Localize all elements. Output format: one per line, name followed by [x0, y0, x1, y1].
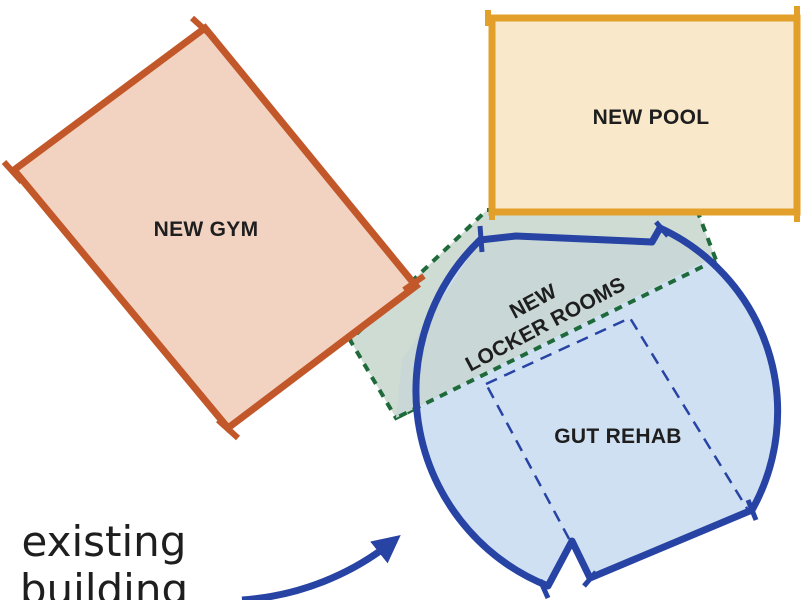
gym-zone: [1, 15, 426, 441]
pool-label: NEW POOL: [593, 106, 710, 129]
gym-label: NEW GYM: [154, 218, 259, 241]
annotation-line2: building: [20, 565, 188, 600]
locker-overlap-fill: [396, 228, 712, 418]
gut-rehab-zone: [484, 316, 750, 580]
pool-shape: [488, 14, 801, 216]
gut-rehab-outline: [484, 316, 750, 580]
gym-shape: [8, 23, 422, 433]
building-ticks: [477, 220, 759, 600]
annotation-line1: existing: [22, 517, 187, 566]
gym-ticks: [1, 15, 426, 441]
existing-building-outline: [412, 224, 782, 590]
pool-ticks: [485, 6, 800, 222]
locker-overlap: [395, 228, 717, 420]
gut-rehab-label: GUT REHAB: [554, 425, 682, 448]
annotation-arrow: [241, 535, 401, 600]
pool-zone: [485, 6, 801, 222]
